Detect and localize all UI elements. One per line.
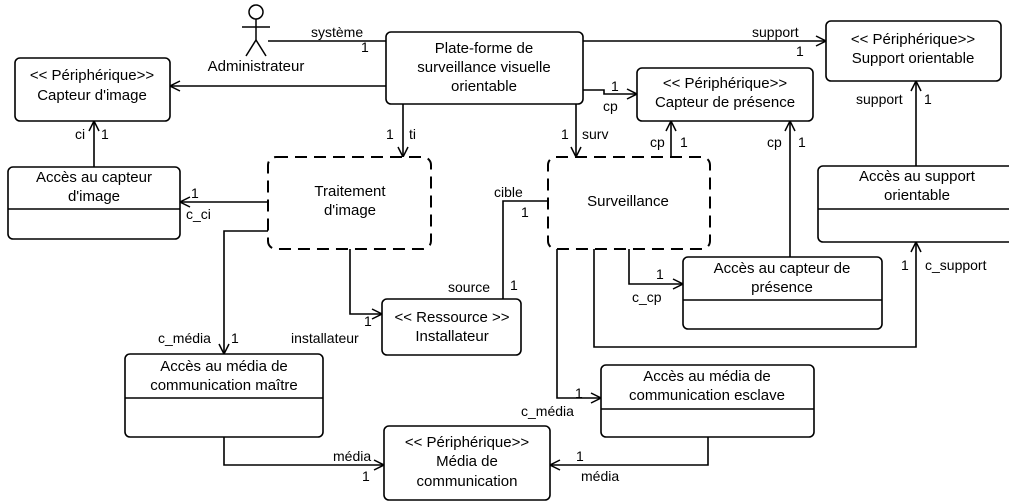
role-cible: cible [494,184,523,200]
mult-cible: 1 [521,204,529,220]
link-surveillance-acces-support [593,242,916,348]
mult-installateur: 1 [364,313,372,329]
mult-c-media-esclave: 1 [575,385,583,401]
support-orientable-box [825,20,1002,82]
role-ci: ci [75,126,85,142]
ressource-installateur-box [381,298,522,356]
link-traitement-ressource [349,249,382,314]
acces-capteur-image-box [7,166,181,240]
role-c-media-maitre: c_média [158,330,211,346]
media-communication-name-1: Média de [436,453,498,470]
node-texts: Administrateur Plate-forme de surveillan… [30,31,976,490]
role-c-media-esclave: c_média [521,403,574,419]
ressource-installateur-stereotype: << Ressource >> [394,309,509,326]
acces-support-title-1: Accès au support [859,168,976,185]
acces-media-maitre-box [124,353,324,438]
acces-capteur-image-title-1: Accès au capteur [36,169,152,186]
boxes [7,20,1009,501]
role-support-acces: support [856,91,903,107]
support-orientable-stereotype: << Périphérique>> [851,31,976,48]
acces-capteur-presence-title-2: présence [751,279,813,296]
mult-support-acces: 1 [924,91,932,107]
mult-support: 1 [796,43,804,59]
role-installateur: installateur [291,330,359,346]
mult-c-ci: 1 [191,185,199,201]
media-communication-name-2: communication [417,473,518,490]
surveillance-box [547,156,711,250]
support-orientable-name: Support orientable [852,50,975,67]
traitement-image-title-2: d'image [324,202,376,219]
acces-support-title-2: orientable [884,187,950,204]
processes [267,156,711,250]
actor-left-leg [245,39,257,57]
mult-c-media-maitre: 1 [231,330,239,346]
traitement-image-title-1: Traitement [314,183,386,200]
link-surveillance-media-esclave [556,249,601,398]
role-cp-surv: cp [650,134,665,150]
ressource-installateur-name: Installateur [415,328,488,345]
mult-ci: 1 [101,126,109,142]
capteur-presence-stereotype: << Périphérique>> [663,75,788,92]
mult-cp-surv: 1 [680,134,688,150]
role-ti: ti [409,126,416,142]
capteur-image-stereotype: << Périphérique>> [30,67,155,84]
mult-cp-acces: 1 [798,134,806,150]
platform-title-1: Plate-forme de [435,40,533,57]
platform-title-3: orientable [451,78,517,95]
acces-capteur-presence-title-1: Accès au capteur de [714,260,851,277]
mult-ti: 1 [386,126,394,142]
surveillance-title: Surveillance [587,193,669,210]
connectors [94,41,916,465]
acces-media-esclave-box [600,364,815,438]
role-media-left: média [333,448,371,464]
platform-title-2: surveillance visuelle [417,59,550,76]
mult-source: 1 [510,277,518,293]
actor-administrateur [242,4,270,57]
role-cp-presence: cp [603,98,618,114]
actor-right-leg [255,39,267,57]
role-c-ci: c_ci [186,206,211,222]
link-maitre-media [223,437,384,465]
mult-cp-presence: 1 [611,78,619,94]
mult-media-left: 1 [362,468,370,484]
link-surveillance-acces-presence [628,249,683,284]
role-source: source [448,279,490,295]
role-c-support: c_support [925,257,987,273]
role-surv: surv [582,126,608,142]
link-platform-capteur-presence [583,90,637,94]
acces-media-maitre-title-2: communication maître [150,377,298,394]
acces-capteur-presence-box [682,256,883,330]
media-communication-stereotype: << Périphérique>> [405,434,530,451]
capteur-image-box [14,57,171,122]
acces-media-esclave-title-1: Accès au média de [643,368,771,385]
acces-media-esclave-title-2: communication esclave [629,387,785,404]
link-traitement-media-maitre [224,230,268,354]
traitement-image-box [267,156,432,250]
mult-media-right: 1 [576,448,584,464]
role-media-right: média [581,468,619,484]
link-esclave-media [550,437,709,465]
media-communication-box [383,425,551,501]
role-cp-acces: cp [767,134,782,150]
capteur-presence-name: Capteur de présence [655,94,795,111]
mult-surv: 1 [561,126,569,142]
link-surveillance-ressource [502,200,548,299]
mult-c-support: 1 [901,257,909,273]
capteur-image-name: Capteur d'image [37,87,147,104]
mult-systeme: 1 [361,39,369,55]
actor-label: Administrateur [208,58,305,75]
capteur-presence-box [636,67,814,122]
actor-head [248,4,264,20]
role-labels: système 1 support 1 1 cp ci 1 1 ti 1 sur… [75,24,987,484]
mult-c-cp: 1 [656,266,664,282]
role-c-cp: c_cp [632,289,662,305]
acces-media-maitre-title-1: Accès au média de [160,358,288,375]
acces-capteur-image-title-2: d'image [68,188,120,205]
platform-box [385,31,584,105]
role-support: support [752,24,799,40]
role-systeme: système [311,24,363,40]
acces-support-box [817,165,1009,243]
